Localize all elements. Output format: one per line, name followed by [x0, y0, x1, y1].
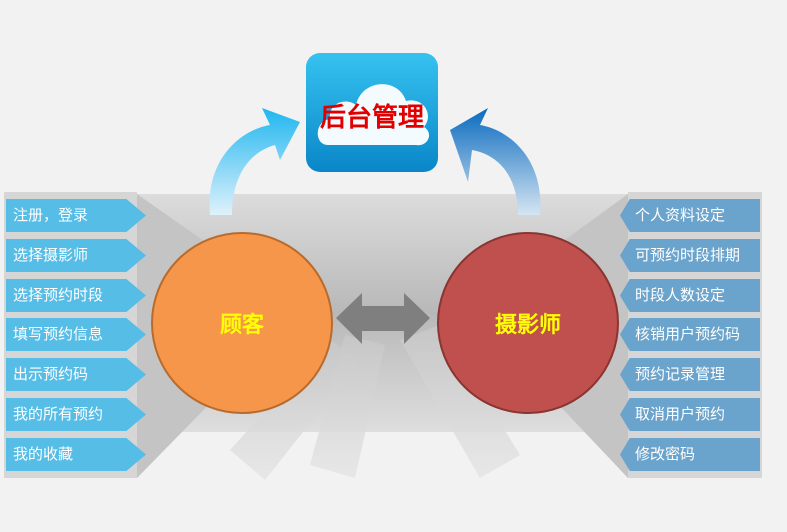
light-ray — [400, 325, 520, 478]
arrow-customer-to-admin — [209, 108, 300, 215]
photographer-feature: 可预约时段排期 — [620, 239, 760, 272]
photographer-label: 摄影师 — [494, 313, 561, 338]
customer-feature: 注册，登录 — [6, 199, 146, 232]
cloud-icon — [317, 84, 430, 146]
customer-feature: 我的所有预约 — [6, 398, 146, 431]
arrow-photographer-to-admin — [450, 108, 541, 215]
admin-node: 后台管理 — [306, 53, 438, 172]
photographer-feature: 个人资料设定 — [620, 199, 760, 232]
customer-node: 顾客 — [151, 232, 333, 414]
photographer-feature: 修改密码 — [620, 438, 760, 471]
photographer-node: 摄影师 — [437, 232, 619, 414]
customer-feature: 填写预约信息 — [6, 318, 146, 351]
customer-feature: 我的收藏 — [6, 438, 146, 471]
customer-label: 顾客 — [219, 313, 264, 338]
admin-title: 后台管理 — [319, 103, 424, 133]
light-ray — [230, 340, 360, 480]
light-ray — [310, 335, 385, 478]
customer-feature: 选择摄影师 — [6, 239, 146, 272]
photographer-feature: 核销用户预约码 — [620, 318, 760, 351]
photographer-feature: 时段人数设定 — [620, 279, 760, 312]
customer-feature: 选择预约时段 — [6, 279, 146, 312]
double-arrow-icon — [336, 293, 430, 344]
photographer-feature: 预约记录管理 — [620, 358, 760, 391]
photographer-feature: 取消用户预约 — [620, 398, 760, 431]
customer-feature: 出示预约码 — [6, 358, 146, 391]
